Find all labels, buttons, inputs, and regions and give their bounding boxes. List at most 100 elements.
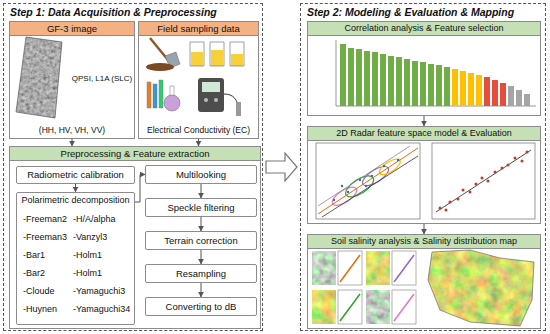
correlation-bar-chart-part-part [452, 69, 458, 106]
field-sampling-icons-part [211, 50, 223, 66]
flow-arrow [135, 175, 145, 203]
method-item: -Holm1 [73, 250, 133, 260]
correlation-bar-chart-part-part [516, 90, 522, 106]
section-header: 2D Radar feature space model & Evaluatio… [308, 127, 540, 141]
salinity-map-tiles-part [338, 251, 416, 324]
step-panel: Step 2: Modeling & Evaluation & MappingC… [300, 3, 546, 331]
correlation-bar-chart-part-part [388, 56, 394, 106]
validation-scatter-plot-part-part [449, 201, 452, 204]
field-sampling-icons-part [191, 52, 203, 66]
flow-arrow [201, 217, 202, 231]
step-label: Multilooking [146, 166, 256, 183]
correlation-bar-chart-part-part [468, 73, 474, 106]
field-sampling-icons-part [190, 42, 244, 66]
correlation-bar-chart-part-part [372, 52, 378, 106]
correlation-bar-chart-part [484, 77, 506, 106]
validation-scatter-plot-part-part [462, 189, 465, 192]
field-sampling-icons-part [231, 54, 243, 66]
field-sampling-icons-part [202, 82, 220, 92]
correlation-bar-chart-part [508, 86, 530, 106]
process-box: Multilooking [145, 165, 257, 184]
feature-space-plot-part-part [397, 159, 399, 161]
salinity-map-tiles-part [312, 290, 336, 324]
field-sampling-icons-part [214, 98, 218, 102]
section-header: GF-3 image [10, 22, 134, 36]
validation-scatter-plot-part-part [475, 183, 478, 186]
salinity-map-tiles-part-part [338, 251, 362, 285]
correlation-bar-chart-part-part [484, 77, 490, 106]
validation-scatter-plot-part [432, 143, 535, 219]
salinity-map-tiles-part-part [392, 290, 416, 324]
section-header: Correlation analysis & Feature selection [308, 22, 540, 36]
validation-scatter-plot-part-part [507, 164, 510, 167]
feature-space-plot-part-part [383, 165, 385, 167]
process-box: Radiometric calibration [16, 166, 135, 184]
flow-arrow [75, 184, 76, 192]
sar-image-part [16, 37, 62, 118]
salinity-map-tiles-part-part [394, 294, 414, 321]
field-sampling-icons-part [204, 98, 208, 102]
section-box: Preprocessing & Feature extractionRadiom… [9, 146, 261, 329]
field-sampling-icons-part [153, 84, 157, 108]
correlation-bar-chart-part-part [380, 54, 386, 106]
validation-scatter-plot-part-part [494, 171, 497, 174]
feature-space-plot-part [318, 146, 410, 206]
validation-scatter-plot-part-part [514, 157, 517, 160]
correlation-bar-chart-part [340, 44, 450, 106]
feature-space-plot-part-part [341, 185, 343, 187]
section-text: QPSI, L1A (SLC) [70, 74, 134, 83]
validation-scatter-plot-part-part [501, 167, 504, 170]
validation-scatter-plot-part-part [481, 177, 484, 180]
correlation-bar-chart-part-part [436, 65, 442, 106]
method-item: -Vanzyl3 [73, 232, 133, 242]
sar-image-part [14, 36, 64, 120]
method-item: -Freeman3 [23, 232, 71, 242]
process-box: Terrain correction [145, 231, 257, 250]
feature-space-plot [316, 143, 420, 219]
section-box: Soil salinity analysis & Salinity distri… [307, 234, 541, 329]
step-label: Radiometric calibration [17, 167, 134, 183]
step-label: Speckle filtering [146, 199, 256, 216]
flow-arrow [424, 116, 425, 126]
method-item: -Yamaguchi34 [73, 304, 133, 314]
salinity-map-tiles-part-part [338, 290, 362, 324]
correlation-bar-chart-part-part [444, 67, 450, 106]
section-header: Soil salinity analysis & Salinity distri… [308, 235, 540, 249]
flow-arrow [266, 153, 297, 181]
process-box: Speckle filtering [145, 198, 257, 217]
validation-scatter-plot [432, 143, 535, 219]
flow-arrow [424, 224, 425, 234]
correlation-bar-chart-part-part [396, 57, 402, 106]
field-sampling-icons-part [224, 94, 238, 104]
field-sampling-icons-part [164, 95, 180, 111]
field-sampling-icons-part [159, 80, 163, 108]
feature-space-plot-part-part [365, 185, 367, 187]
validation-scatter-plot-part-part [457, 198, 460, 201]
correlation-bar-chart-part-part [460, 71, 466, 106]
process-box: Resampling [145, 264, 257, 283]
method-item: -H/A/alpha [73, 214, 133, 224]
salinity-map-tiles-part [340, 255, 414, 321]
salinity-distribution-map-part [426, 248, 536, 328]
step-title: Step 1: Data Acquisition & Preprocessing [10, 6, 258, 18]
section-box: Field sampling dataElectrical Conductivi… [138, 21, 259, 139]
validation-scatter-plot-part [436, 150, 531, 212]
section-header: Preprocessing & Feature extraction [10, 147, 260, 161]
method-item: -Bar2 [23, 268, 71, 278]
method-item: -Cloude [23, 286, 71, 296]
correlation-bar-chart-part-part [420, 62, 426, 106]
section-header: Field sampling data [139, 22, 258, 36]
validation-scatter-plot-part-part [439, 207, 442, 210]
feature-space-plot-part-part [371, 175, 373, 177]
field-sampling-icons-part [147, 82, 151, 108]
feature-space-plot-part [333, 159, 399, 201]
box-title: Polarimetric decomposition [17, 195, 134, 205]
validation-scatter-plot-part-part [469, 191, 472, 194]
section-box: Correlation analysis & Feature selection [307, 21, 541, 116]
salinity-map-tiles-part-part [392, 251, 416, 285]
section-text: Electrical Conductivity (EC) [141, 125, 256, 135]
salinity-map-tiles-part [366, 251, 390, 285]
correlation-bar-chart-part-part [364, 51, 370, 106]
sar-image [14, 36, 64, 120]
correlation-bar-chart-part-part [404, 59, 410, 106]
